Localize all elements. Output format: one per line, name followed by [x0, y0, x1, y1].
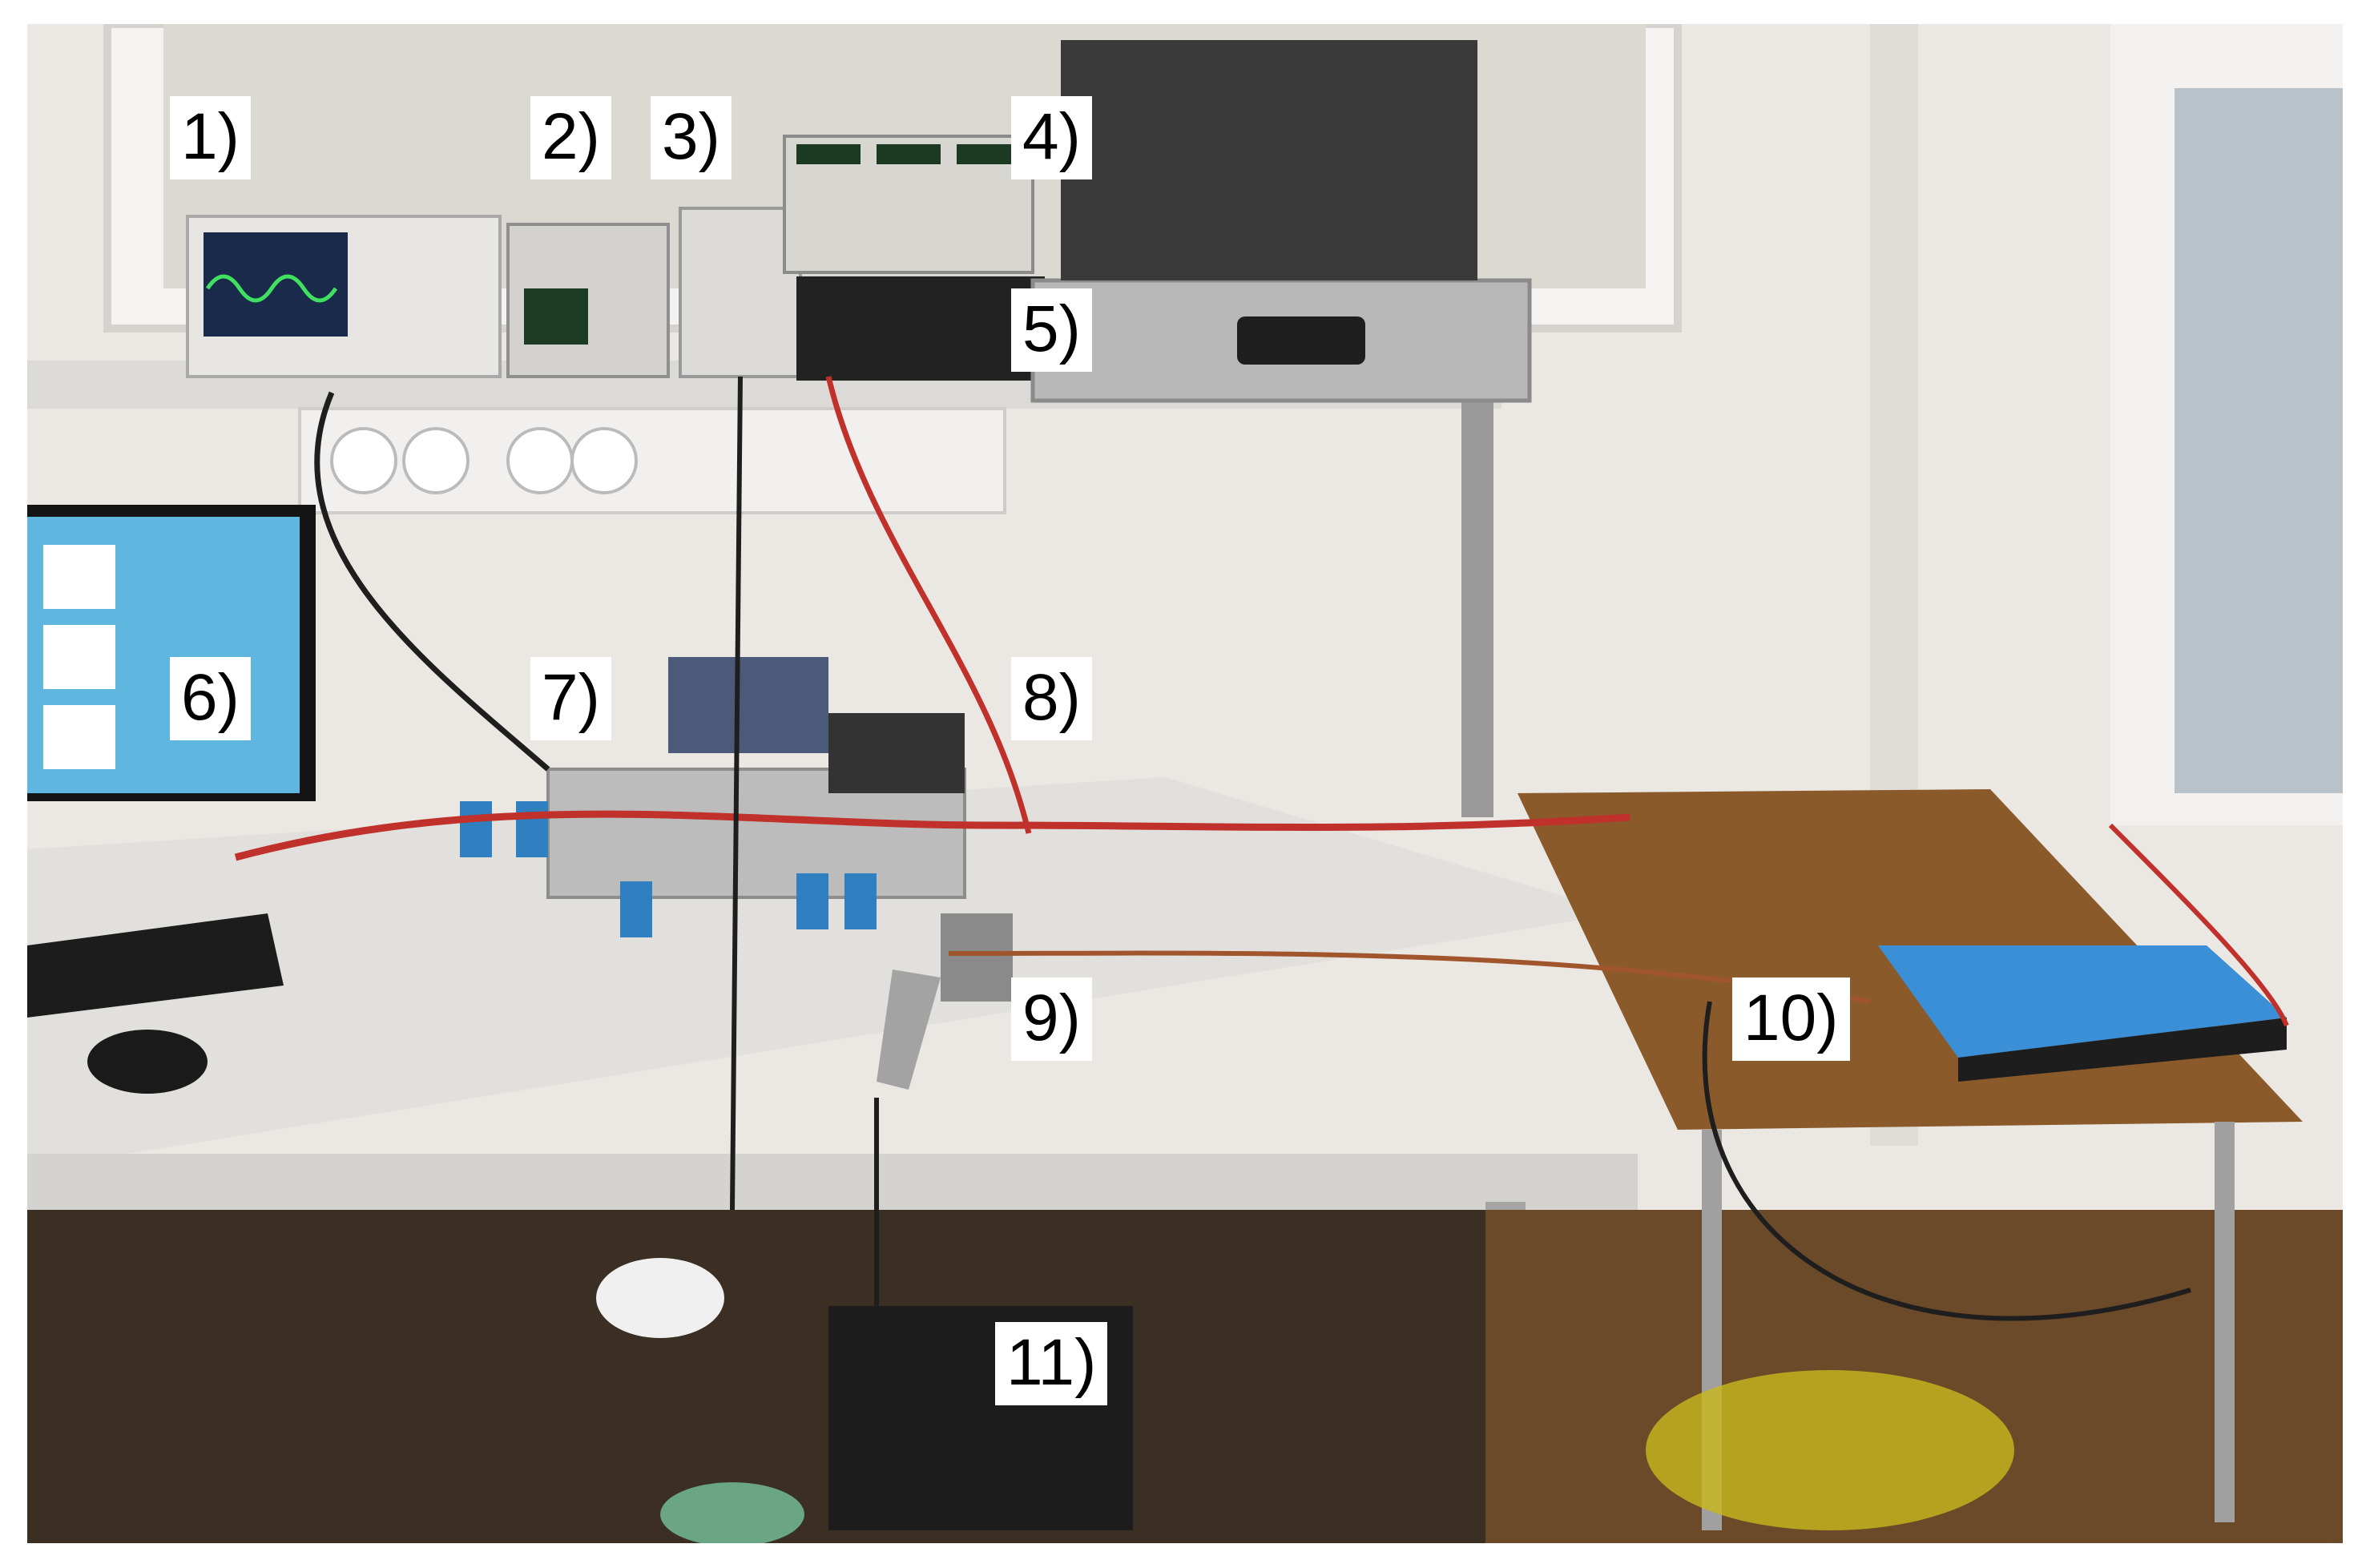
shelf-post: [1461, 401, 1493, 817]
relay: [796, 873, 828, 929]
lab-scene: [27, 24, 2343, 1543]
power-supply-display: [524, 288, 588, 345]
plot-thumbnail: [43, 705, 115, 769]
cable-coil: [1646, 1370, 2014, 1530]
label-8: 8): [1011, 657, 1092, 740]
cable-black: [314, 391, 550, 772]
fan-unit: [828, 713, 965, 793]
label-2: 2): [530, 96, 611, 179]
control-board: [668, 657, 828, 753]
socket: [402, 427, 470, 494]
cable-black: [730, 376, 743, 1211]
tool-case-handle: [1237, 316, 1365, 365]
socket: [570, 427, 638, 494]
current-probe-head: [941, 913, 1013, 1002]
cable-black: [1702, 1001, 2191, 1321]
label-6: 6): [170, 657, 251, 740]
relay: [460, 801, 492, 857]
label-11: 11): [995, 1322, 1108, 1405]
supply-display: [957, 144, 1021, 164]
function-generator: [679, 207, 802, 378]
bench-edge: [27, 1154, 1638, 1210]
cable-red: [234, 810, 1630, 861]
label-9: 9): [1011, 977, 1092, 1061]
amplifier: [796, 276, 1045, 381]
socket: [330, 427, 397, 494]
battery-module-base: [1958, 1018, 2287, 1082]
window-right-glass: [2175, 88, 2343, 793]
label-10: 10): [1732, 977, 1850, 1061]
cable-reel: [660, 1482, 804, 1543]
label-4: 4): [1011, 96, 1092, 179]
socket: [506, 427, 574, 494]
relay: [844, 873, 877, 929]
plot-thumbnail: [43, 625, 115, 689]
supply-display: [796, 144, 861, 164]
lab-setup-photo: 1) 2) 3) 4) 5) 6) 7) 8) 9) 10) 11): [27, 24, 2343, 1543]
keyboard: [27, 913, 284, 1018]
battery-module: [1878, 945, 2287, 1058]
label-3: 3): [651, 96, 732, 179]
label-7: 7): [530, 657, 611, 740]
label-1: 1): [170, 96, 251, 179]
cable-red: [2108, 823, 2289, 1027]
current-probe-handle: [877, 969, 941, 1090]
plot-thumbnail: [43, 545, 115, 609]
supply-display: [877, 144, 941, 164]
label-5: 5): [1011, 288, 1092, 372]
floor-bucket: [596, 1258, 724, 1338]
tool-case-lid: [1061, 40, 1477, 280]
relay: [620, 881, 652, 937]
main-bench: [27, 777, 1622, 1170]
cable-red: [825, 376, 1032, 834]
cable-brown: [948, 950, 1871, 1004]
oscilloscope-trace: [205, 274, 338, 303]
mouse: [87, 1030, 208, 1094]
table-leg: [2215, 1122, 2235, 1522]
relay: [516, 801, 548, 857]
